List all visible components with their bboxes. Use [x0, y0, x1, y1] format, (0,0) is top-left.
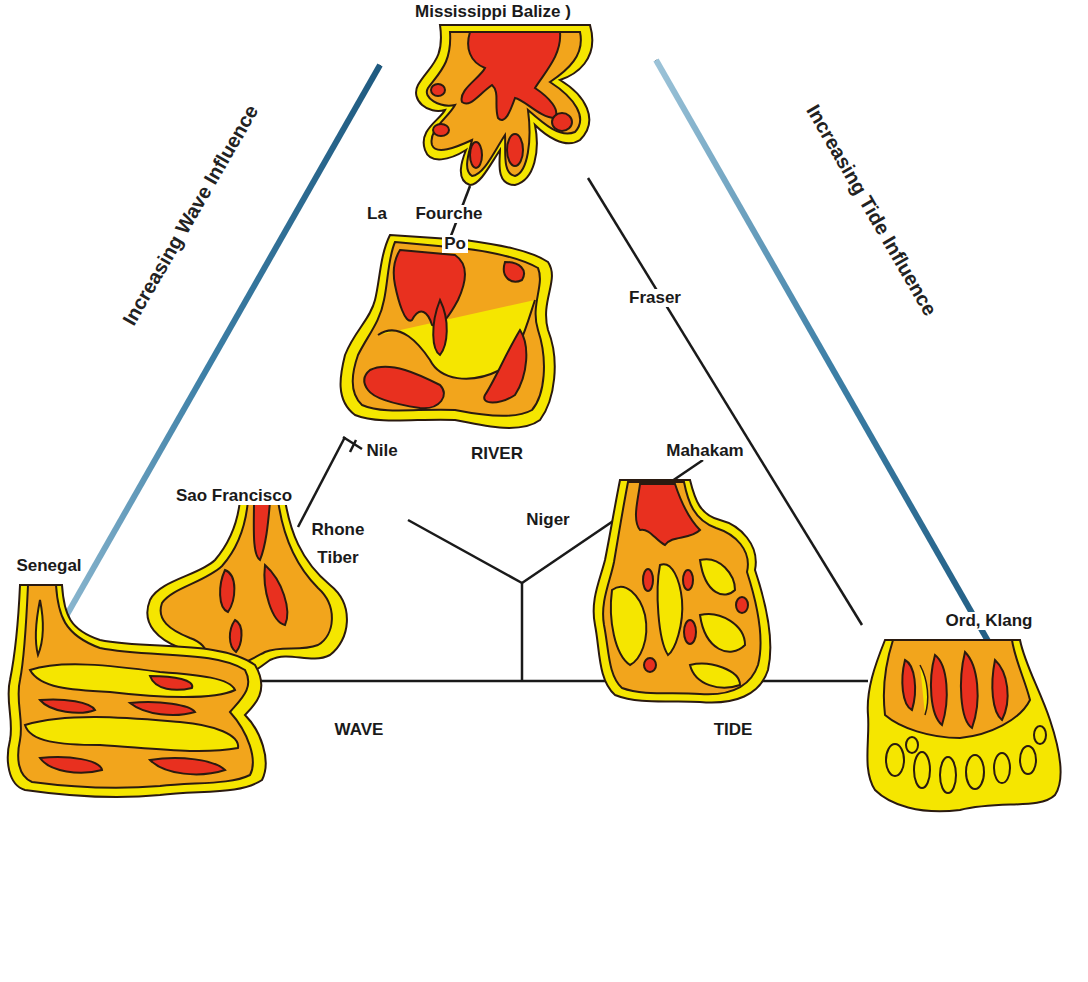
delta-name: Nile	[364, 442, 399, 461]
class-label: RIVER	[471, 445, 523, 464]
delta-name: Rhone	[310, 521, 367, 540]
delta-name: Sao Francisco	[174, 487, 294, 506]
class-label: WAVE	[335, 721, 384, 740]
delta-name: Fourche	[413, 205, 484, 224]
axis-label: Increasing Wave Influence	[118, 101, 262, 329]
delta-name: Senegal	[16, 557, 81, 576]
delta-name: Ord, Klang	[944, 612, 1035, 631]
delta-name: Mahakam	[664, 442, 745, 461]
delta-name: Fraser	[627, 289, 683, 308]
title-label: Mississippi Balize )	[415, 3, 571, 22]
delta-name: La	[365, 205, 389, 224]
delta-name: Tiber	[315, 549, 360, 568]
axis-label: Increasing Tide Influence	[803, 101, 942, 320]
class-label: TIDE	[714, 721, 753, 740]
delta-name: Po	[442, 235, 468, 254]
delta-name: Niger	[524, 511, 571, 530]
